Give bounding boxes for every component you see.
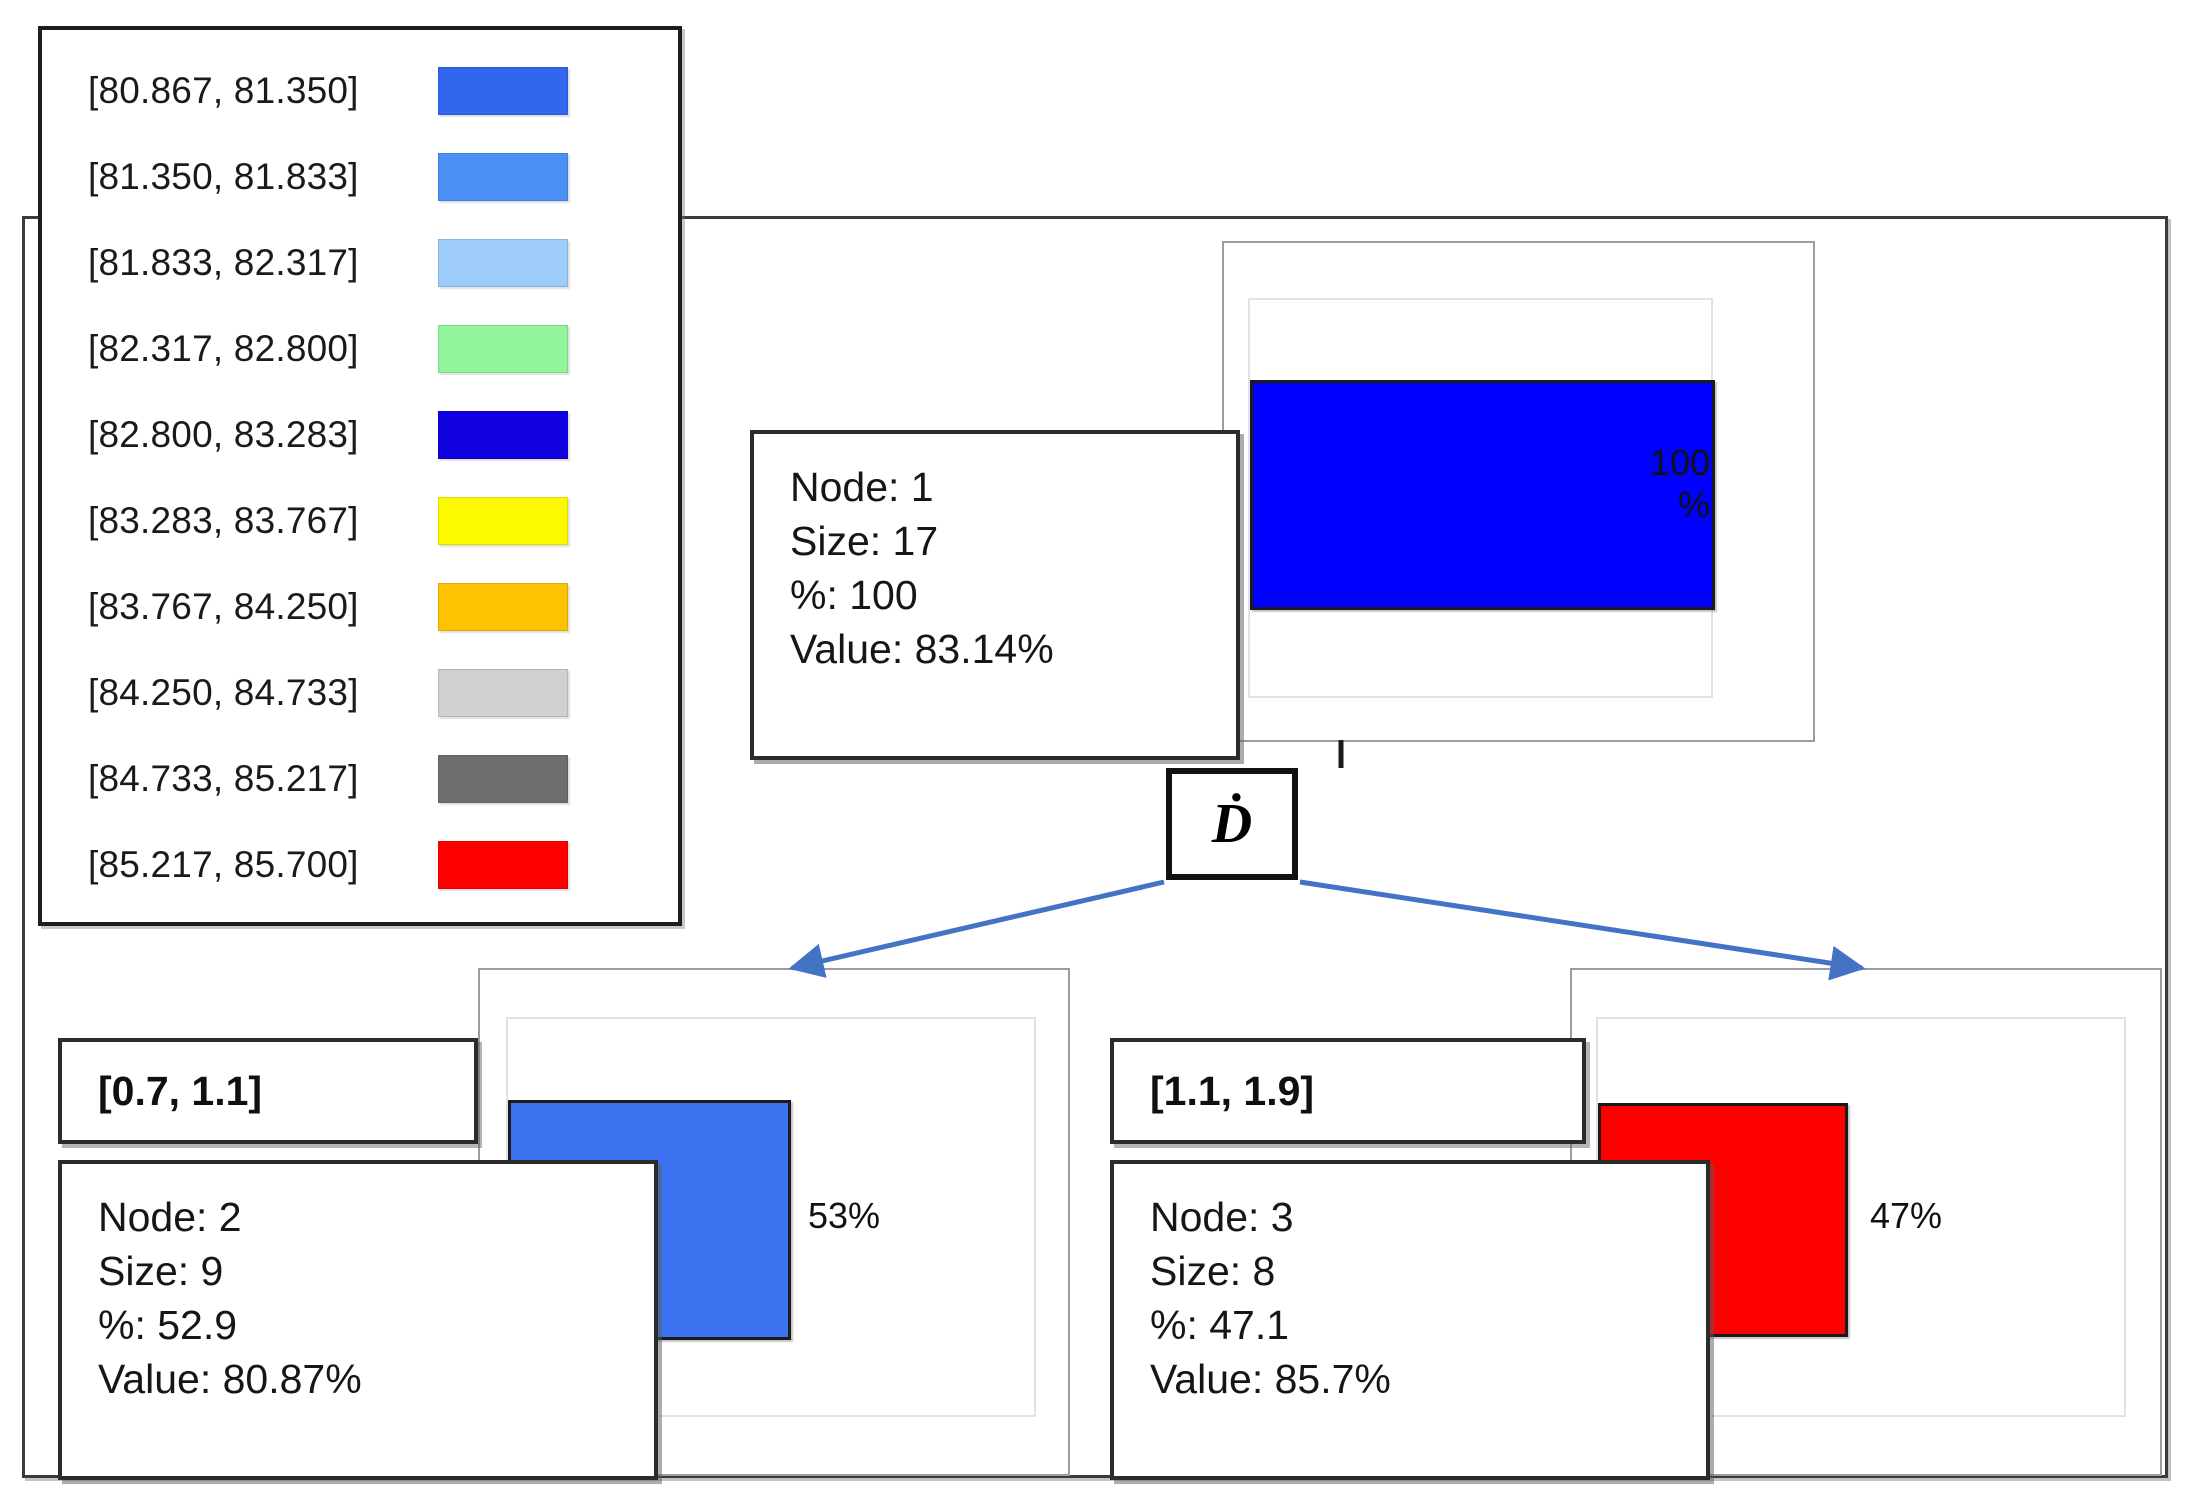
legend-item: [80.867, 81.350] (42, 48, 678, 134)
legend-item-label: [83.283, 83.767] (88, 500, 359, 541)
legend-item: [84.733, 85.217] (42, 736, 678, 822)
node-2-value-label: Value: 80.87% (98, 1356, 362, 1403)
node-1-value-label: Value: 83.14% (790, 626, 1054, 673)
node-1-bar-label-unit: % (1677, 484, 1710, 526)
legend-item-label: [84.250, 84.733] (88, 672, 359, 713)
legend-item: [83.767, 84.250] (42, 564, 678, 650)
node-3-size-label: Size: 8 (1150, 1248, 1276, 1295)
left-branch-label-box[interactable]: [0.7, 1.1] (58, 1038, 478, 1144)
node-2-info-lines: Node: 2 Size: 9 %: 52.9 Value: 80.87% (62, 1164, 654, 1406)
legend-item-label: [85.217, 85.700] (88, 844, 359, 885)
node-1-plot-area: 100 % (1248, 298, 1715, 698)
node-3-node-label: Node: 3 (1150, 1194, 1294, 1240)
node-3-value-label: Value: 85.7% (1150, 1356, 1391, 1403)
node-2-bar-label: 53% (808, 1195, 881, 1236)
legend-color-swatch (438, 239, 568, 287)
legend-item: [85.217, 85.700] (42, 822, 678, 908)
legend-color-swatch (438, 325, 568, 373)
left-branch-label: [0.7, 1.1] (98, 1067, 263, 1114)
right-branch-label: [1.1, 1.9] (1150, 1067, 1315, 1114)
legend-item: [81.350, 81.833] (42, 134, 678, 220)
node-1-percent-label: %: 100 (790, 572, 918, 619)
node-2-info-box[interactable]: Node: 2 Size: 9 %: 52.9 Value: 80.87% (58, 1160, 658, 1480)
legend-color-swatch (438, 669, 568, 717)
legend-color-swatch (438, 411, 568, 459)
split-variable-node[interactable]: Ḋ (1166, 768, 1298, 880)
legend-color-swatch (438, 755, 568, 803)
node-3-percent-label: %: 47.1 (1150, 1302, 1290, 1349)
node-1-bar-label-value: 100 (1649, 442, 1710, 483)
node-1-info-lines: Node: 1 Size: 17 %: 100 Value: 83.14% (754, 434, 1236, 676)
value-range-legend: [80.867, 81.350] [81.350, 81.833] [81.83… (38, 26, 682, 926)
legend-color-swatch (438, 583, 568, 631)
diagram-outer-frame (22, 216, 2168, 1478)
legend-item-label: [82.317, 82.800] (88, 328, 359, 369)
node-2-percent-label: %: 52.9 (98, 1302, 238, 1349)
legend-color-swatch (438, 153, 568, 201)
node-3-info-lines: Node: 3 Size: 8 %: 47.1 Value: 85.7% (1114, 1164, 1706, 1406)
node-2-node-label: Node: 2 (98, 1194, 242, 1240)
node-1-node-label: Node: 1 (790, 464, 934, 510)
legend-item: [82.317, 82.800] (42, 306, 678, 392)
legend-item-label: [81.833, 82.317] (88, 242, 359, 283)
legend-item: [82.800, 83.283] (42, 392, 678, 478)
right-branch-label-box[interactable]: [1.1, 1.9] (1110, 1038, 1586, 1144)
node-1-chart-panel[interactable]: 100 % (1222, 241, 1815, 742)
node-1-info-box[interactable]: Node: 1 Size: 17 %: 100 Value: 83.14% (750, 430, 1240, 760)
legend-color-swatch (438, 841, 568, 889)
legend-color-swatch (438, 497, 568, 545)
legend-color-swatch (438, 67, 568, 115)
node-2-size-label: Size: 9 (98, 1248, 224, 1295)
node-1-size-label: Size: 17 (790, 518, 939, 565)
legend-item-label: [83.767, 84.250] (88, 586, 359, 627)
legend-item-label: [80.867, 81.350] (88, 70, 359, 111)
node-3-info-box[interactable]: Node: 3 Size: 8 %: 47.1 Value: 85.7% (1110, 1160, 1710, 1480)
node-1-bar (1250, 380, 1715, 610)
legend-item-label: [81.350, 81.833] (88, 156, 359, 197)
split-variable-label: Ḋ (1211, 793, 1253, 855)
legend-item-label: [82.800, 83.283] (88, 414, 359, 455)
node-3-bar-label: 47% (1870, 1195, 1943, 1236)
legend-item: [84.250, 84.733] (42, 650, 678, 736)
legend-item: [83.283, 83.767] (42, 478, 678, 564)
legend-item-label: [84.733, 85.217] (88, 758, 359, 799)
node-1-bar-label: 100 % (1580, 442, 1710, 527)
legend-item: [81.833, 82.317] (42, 220, 678, 306)
